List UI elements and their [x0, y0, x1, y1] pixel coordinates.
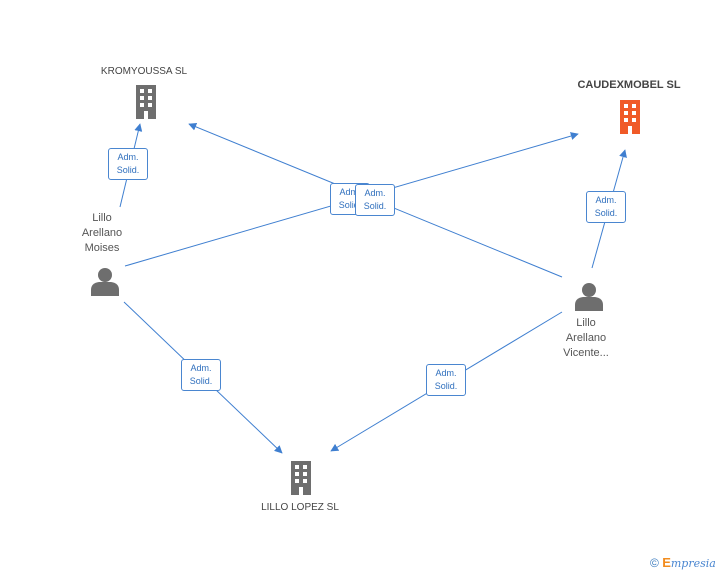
- copyright-icon: ©: [650, 556, 659, 570]
- person-name-line: Arellano: [565, 332, 607, 344]
- edge-label-moises-lillo-lopez[interactable]: Adm. Solid.: [181, 359, 221, 391]
- edge-label-line: Adm.: [190, 363, 212, 373]
- edge-label-line: Solid.: [189, 376, 213, 386]
- company-label-lillo-lopez[interactable]: LILLO LOPEZ SL: [261, 502, 339, 513]
- person-name-line: Arellano: [81, 227, 123, 239]
- edge-label-line: Solid.: [116, 165, 140, 175]
- edge-label-line: Adm.: [435, 368, 457, 378]
- person-name-line: Lillo: [92, 212, 112, 224]
- edge-label-line: Solid.: [594, 208, 618, 218]
- edge-label-line: Solid.: [434, 381, 458, 391]
- edge-label-line: Adm.: [364, 188, 386, 198]
- brand-logo-text: mpresia: [670, 557, 716, 570]
- person-icon-moises[interactable]: [90, 266, 120, 296]
- person-icon-vicente[interactable]: [574, 281, 604, 311]
- edge-label-line: Solid.: [363, 201, 387, 211]
- company-label-kromyoussa[interactable]: KROMYOUSSA SL: [100, 66, 188, 77]
- edge-label-moises-caudexmobel[interactable]: Adm. Solid.: [355, 184, 395, 216]
- edge-label-line: Adm.: [339, 187, 361, 197]
- company-label-caudexmobel[interactable]: CAUDEXMOBEL SL: [577, 79, 681, 91]
- person-label-vicente[interactable]: Lillo Arellano Vicente...: [546, 316, 626, 361]
- person-label-moises[interactable]: Lillo Arellano Moises: [62, 211, 142, 256]
- building-icon-lillo-lopez[interactable]: [287, 461, 317, 495]
- edge-label-line: Adm.: [595, 195, 617, 205]
- edge-label-moises-kromyoussa[interactable]: Adm. Solid.: [108, 148, 148, 180]
- edge-label-line: Adm.: [117, 152, 139, 162]
- brand-footer[interactable]: © Empresia: [650, 555, 716, 570]
- edge-label-vicente-caudexmobel[interactable]: Adm. Solid.: [586, 191, 626, 223]
- person-name-line: Lillo: [576, 317, 596, 329]
- person-name-line: Vicente...: [563, 347, 609, 359]
- edge-label-line: Solid.: [338, 200, 362, 210]
- edge-label-vicente-lillo-lopez[interactable]: Adm. Solid.: [426, 364, 466, 396]
- brand-logo-initial: E: [662, 555, 671, 570]
- person-name-line: Moises: [84, 242, 120, 254]
- building-icon-kromyoussa[interactable]: [132, 85, 162, 119]
- building-icon-caudexmobel[interactable]: [616, 100, 646, 134]
